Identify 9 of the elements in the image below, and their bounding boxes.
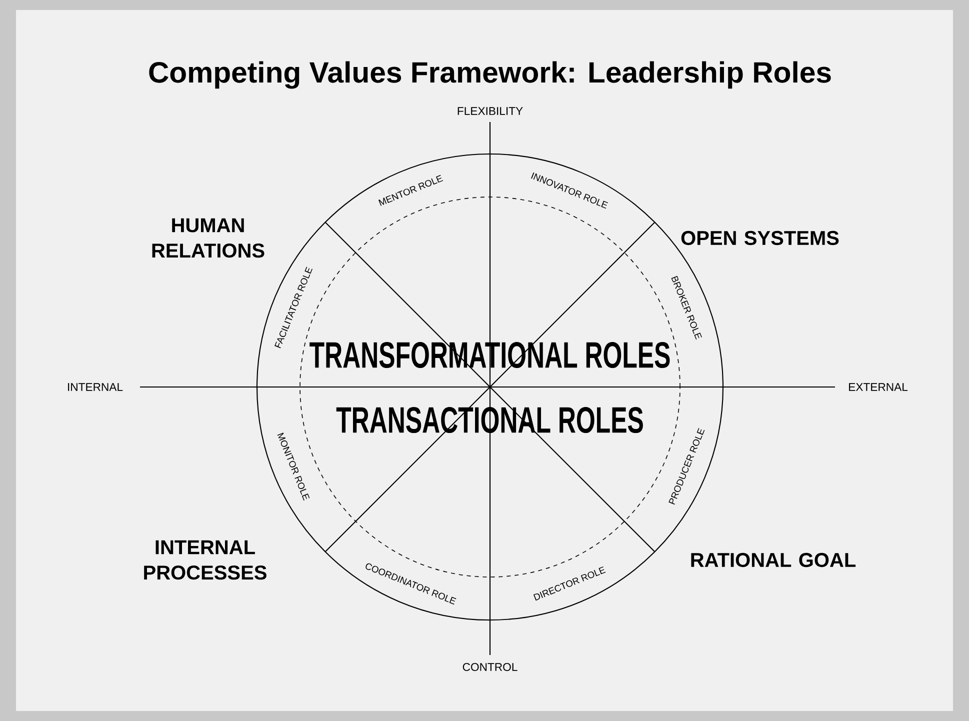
- quadrant-label: RATIONAL GOAL: [691, 552, 856, 568]
- quadrant-label: OPEN SYSTEMS: [681, 230, 839, 246]
- axis-label: FLEXIBILITY: [458, 107, 523, 115]
- axis-label: EXTERNAL: [849, 383, 908, 391]
- axis-label: CONTROL: [462, 663, 518, 672]
- quadrant-label: INTERNAL PROCESSES: [144, 540, 266, 580]
- quadrant-label: HUMAN RELATIONS: [152, 218, 264, 258]
- axis-label: INTERNAL: [68, 383, 123, 391]
- title: Competing Values Framework: Leadership Roles: [149, 61, 831, 89]
